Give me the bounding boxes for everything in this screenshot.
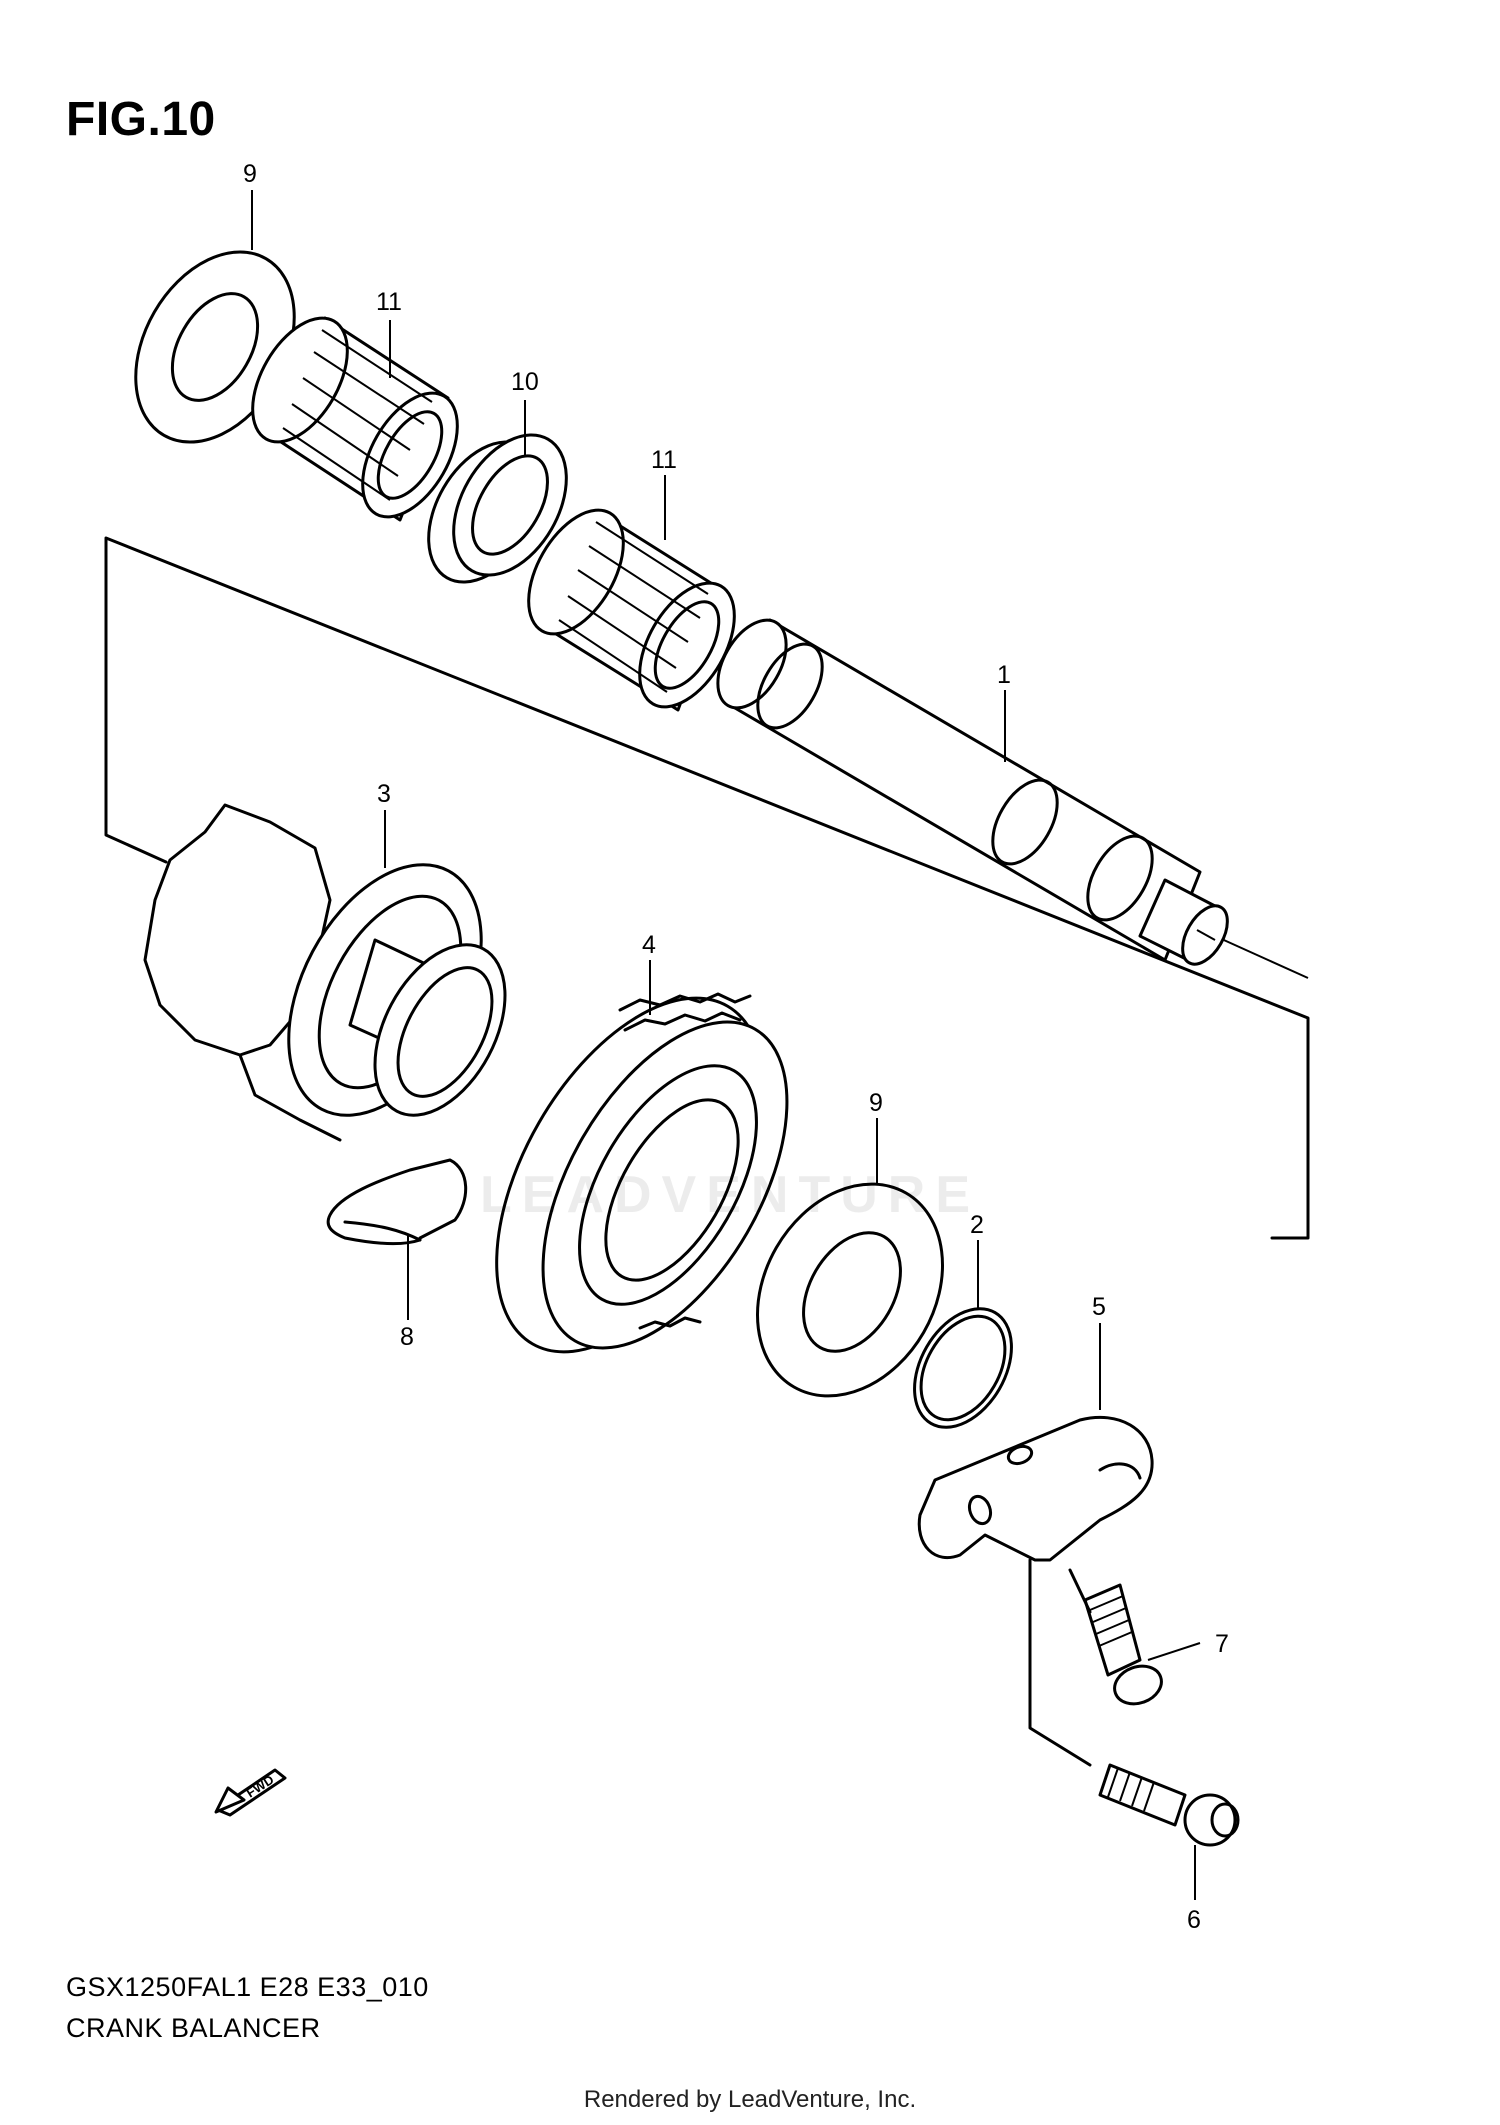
callout-label: 8 [400, 1323, 414, 1351]
lever-part-5 [917, 1415, 1154, 1562]
rendered-by-credit: Rendered by LeadVenture, Inc. [583, 2086, 917, 2113]
bolt-part-7 [1083, 1583, 1163, 1706]
callout-label: 4 [642, 931, 656, 959]
balancer-weight-part-3 [143, 803, 507, 1142]
callout-label: 10 [511, 368, 539, 396]
needle-bearing-part-11-lower [527, 508, 736, 712]
callout-labels: 9 11 10 11 1 3 4 9 2 8 5 7 6 [243, 160, 1229, 1934]
o-ring-part-2 [913, 1307, 1013, 1429]
damper-part-8 [326, 1158, 468, 1246]
callout-label: 7 [1215, 1630, 1229, 1658]
callout-label: 1 [997, 661, 1011, 689]
balancer-shaft-part-1 [716, 618, 1229, 966]
needle-bearing-part-11-upper [251, 316, 459, 522]
callout-label: 11 [376, 288, 402, 316]
driven-gear-part-4 [495, 992, 789, 1354]
leader-lines [251, 190, 1201, 1900]
figure-title: FIG.10 [66, 93, 216, 146]
callout-label: 3 [377, 780, 391, 808]
callout-label: 5 [1092, 1293, 1106, 1321]
section-name: CRANK BALANCER [66, 2013, 321, 2043]
fwd-arrow-icon: FWD [214, 1768, 287, 1817]
watermark: LEADVENTURE [480, 1166, 981, 1224]
spacer-part-10 [427, 433, 568, 584]
callout-label: 11 [651, 446, 677, 474]
callout-label: 9 [243, 160, 257, 188]
callout-label: 9 [869, 1089, 883, 1117]
bolt-part-6 [1098, 1763, 1240, 1847]
callout-label: 6 [1187, 1906, 1201, 1934]
callout-label: 2 [970, 1211, 984, 1239]
washer-part-9-lower [756, 1182, 944, 1398]
model-code: GSX1250FAL1 E28 E33_010 [66, 1972, 429, 2002]
